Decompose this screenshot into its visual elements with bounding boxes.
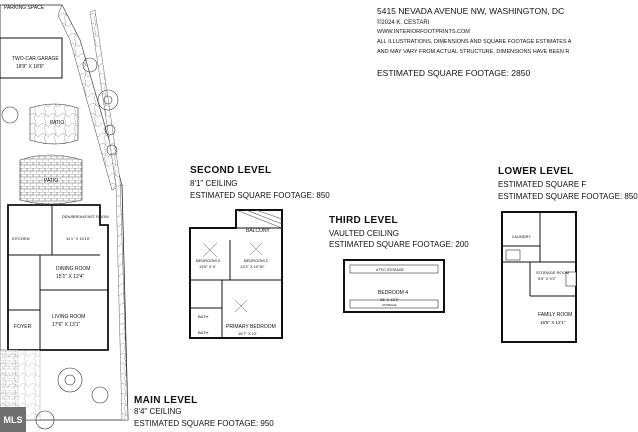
disclaimer-line-1: ALL ILLUSTRATIONS, DIMENSIONS AND SQUARE… (377, 39, 572, 45)
garage-label: TWO-CAR GARAGE (12, 56, 59, 62)
website: WWW.INTERIORFOOTPRINTS.COM (377, 29, 470, 35)
second-level-title: SECOND LEVEL (190, 165, 272, 176)
bed3-dim: 13'6" X 9' (199, 264, 216, 269)
tree-icons (1, 57, 119, 430)
patio-1-label: PATIO (50, 120, 64, 126)
bed4-dim: 25' X 13'4" (380, 297, 400, 302)
primary-label: PRIMARY BEDROOM (226, 324, 276, 330)
mls-badge: MLS (0, 407, 26, 432)
primary-dim: 16'7" X 12' (238, 331, 257, 336)
bed3-label: BEDROOM 3 (196, 258, 221, 263)
laundry-label: LAUNDRY (512, 234, 531, 239)
kitchen-label: KITCHEN (12, 236, 30, 241)
bed4-label: BEDROOM 4 (378, 290, 408, 296)
lower-level-sqft-label: ESTIMATED SQUARE F (498, 180, 587, 189)
main-level-sqft: ESTIMATED SQUARE FOOTAGE: 950 (134, 419, 274, 428)
second-level-ceiling: 8'1" CEILING (190, 179, 238, 188)
bath1-label: BATH (198, 314, 208, 319)
copyright: ©2024 K. CESTARI (377, 20, 430, 26)
main-level-ceiling: 8'4" CEILING (134, 407, 182, 416)
bath2-label: BATH (198, 330, 208, 335)
main-level-title: MAIN LEVEL (134, 395, 198, 406)
attic-bottom-label: STORAGE (382, 303, 397, 307)
lower-level-plan (501, 211, 577, 343)
driveway (57, 4, 123, 191)
bed2-dim: 13'3" X 10'10" (240, 264, 265, 269)
living-dim: 17'6" X 13'1" (52, 322, 80, 328)
lower-level-title: LOWER LEVEL (498, 166, 574, 177)
foyer-label: FOYER (14, 324, 32, 330)
den-label: DEN/BREAKFAST ROOM (62, 214, 109, 219)
storage-label: STORAGE ROOM (536, 270, 569, 275)
dining-dim: 15'1" X 12'4" (56, 274, 84, 280)
total-square-footage: ESTIMATED SQUARE FOOTAGE: 2850 (377, 68, 531, 78)
lower-level-sqft: ESTIMATED SQUARE FOOTAGE: 850 (498, 192, 638, 201)
address: 5415 NEVADA AVENUE NW, WASHINGTON, DC (377, 6, 565, 16)
den-dim: 11'1" X 10'10" (66, 236, 91, 241)
garage-shape (0, 37, 63, 79)
patio-2-shape (19, 154, 83, 205)
floor-plan-drawing: TWO-CAR GARAGE 18'9" X 18'6" PARKING SPA… (0, 4, 577, 430)
patio-1-shape (29, 103, 79, 145)
patio-2-label: PATIO (44, 178, 58, 184)
bed2-label: BEDROOM 2 (244, 258, 269, 263)
third-level-title: THIRD LEVEL (329, 215, 398, 226)
attic-top-label: ATTIC STORAGE (376, 268, 405, 272)
living-label: LIVING ROOM (52, 314, 85, 320)
third-level-ceiling: VAULTED CEILING (329, 229, 399, 238)
storage-dim: 9'9" X 9'2" (538, 276, 557, 281)
dining-label: DINING ROOM (56, 266, 90, 272)
third-level-plan (343, 259, 445, 313)
garage-dim: 18'9" X 18'6" (16, 64, 44, 70)
family-dim: 16'6" X 12'1" (540, 320, 566, 325)
parking-label: PARKING SPACE (4, 5, 45, 11)
second-level-plan (189, 209, 283, 339)
second-level-sqft: ESTIMATED SQUARE FOOTAGE: 850 (190, 191, 330, 200)
balcony-label: BALCONY (246, 228, 271, 234)
family-label: FAMILY ROOM (538, 312, 572, 318)
disclaimer-line-2: AND MAY VARY FROM ACTUAL STRUCTURE. DIME… (377, 49, 570, 55)
third-level-sqft: ESTIMATED SQUARE FOOTAGE: 200 (329, 240, 469, 249)
